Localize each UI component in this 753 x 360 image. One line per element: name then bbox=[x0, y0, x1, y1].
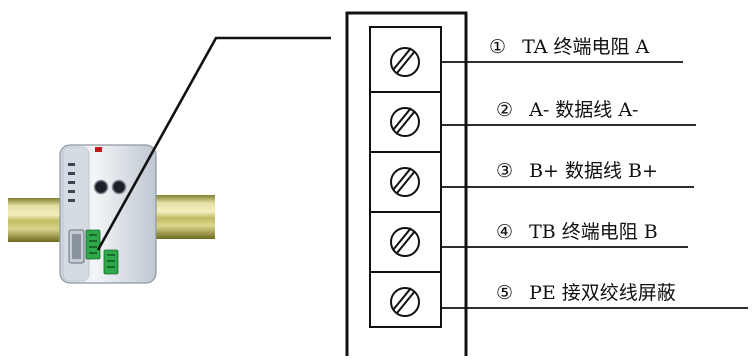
terminal-number: ① bbox=[489, 36, 507, 58]
converter-device bbox=[59, 144, 157, 284]
device-model-label bbox=[98, 271, 134, 278]
terminal-number: ④ bbox=[496, 221, 514, 243]
terminal-text: TB 终端电阻 B bbox=[529, 221, 658, 243]
terminal-box-outline bbox=[345, 11, 468, 356]
terminal-label-5: ⑤ PE 接双绞线屏蔽 bbox=[496, 284, 676, 303]
terminal-label-3: ③ B+ 数据线 B+ bbox=[496, 162, 658, 181]
screw-terminal-icon bbox=[390, 167, 420, 197]
db9-connector-inner bbox=[72, 234, 81, 259]
terminal-number: ⑤ bbox=[496, 282, 514, 304]
terminal-text: A- 数据线 A- bbox=[529, 99, 639, 121]
terminal-label-4: ④ TB 终端电阻 B bbox=[496, 223, 658, 242]
screw-terminal-icon bbox=[390, 107, 420, 137]
wire-leaders bbox=[441, 61, 748, 309]
screw-terminal-icon bbox=[390, 227, 420, 257]
callout-line bbox=[96, 36, 331, 251]
terminal-number: ② bbox=[496, 99, 514, 121]
terminal-strip bbox=[369, 26, 442, 328]
indicator-leds bbox=[68, 163, 75, 202]
terminal-label-1: ① TA 终端电阻 A bbox=[489, 38, 649, 57]
device-brand-label bbox=[99, 153, 135, 161]
terminal-text: TA 终端电阻 A bbox=[522, 36, 650, 58]
terminal-label-2: ② A- 数据线 A- bbox=[496, 101, 638, 120]
round-ports bbox=[93, 179, 127, 195]
terminal-text: PE 接双绞线屏蔽 bbox=[529, 282, 676, 304]
screw-terminal-icon bbox=[390, 47, 420, 77]
screw-terminal-icon bbox=[390, 287, 420, 317]
din-rail bbox=[8, 195, 215, 242]
din-rail-right bbox=[150, 195, 215, 239]
terminal-text: B+ 数据线 B+ bbox=[529, 160, 658, 182]
device-logo bbox=[95, 147, 102, 152]
terminal-number: ③ bbox=[496, 160, 514, 182]
din-rail-left bbox=[8, 198, 66, 242]
terminal-box bbox=[345, 11, 468, 356]
